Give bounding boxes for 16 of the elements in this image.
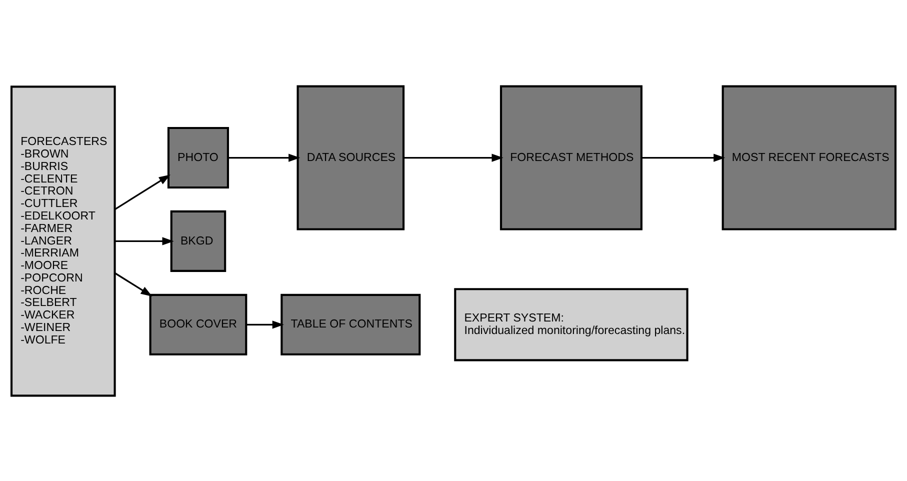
arrow <box>642 153 726 162</box>
arrow <box>114 236 174 245</box>
arrow <box>228 153 300 162</box>
node-box: BKGD <box>170 210 226 272</box>
arrow <box>246 320 284 328</box>
arrow <box>404 153 504 162</box>
node-box: FORECAST METHODS <box>500 84 642 230</box>
node-box: PHOTO <box>167 126 229 188</box>
arrow <box>114 174 170 210</box>
node-box: DATA SOURCES <box>296 84 405 230</box>
node-box: TABLE OF CONTENTS <box>280 293 421 355</box>
node-box: FORECASTERS -BROWN -BURRIS -CELENTE -CETRON -CUTTLER -EDELKOORT -FARMER -LANGER -MERRIAM -MOORE -POPCORN -ROCHE -SELBERT -WACKER -WEINER -WOLFE <box>10 85 116 396</box>
node-box: MOST RECENT FORECASTS <box>722 84 897 230</box>
node-box: EXPERT SYSTEM: Individualized monitoring/forecasting plans. <box>454 288 688 361</box>
arrow <box>114 272 152 296</box>
node-box: BOOK COVER <box>149 293 248 355</box>
